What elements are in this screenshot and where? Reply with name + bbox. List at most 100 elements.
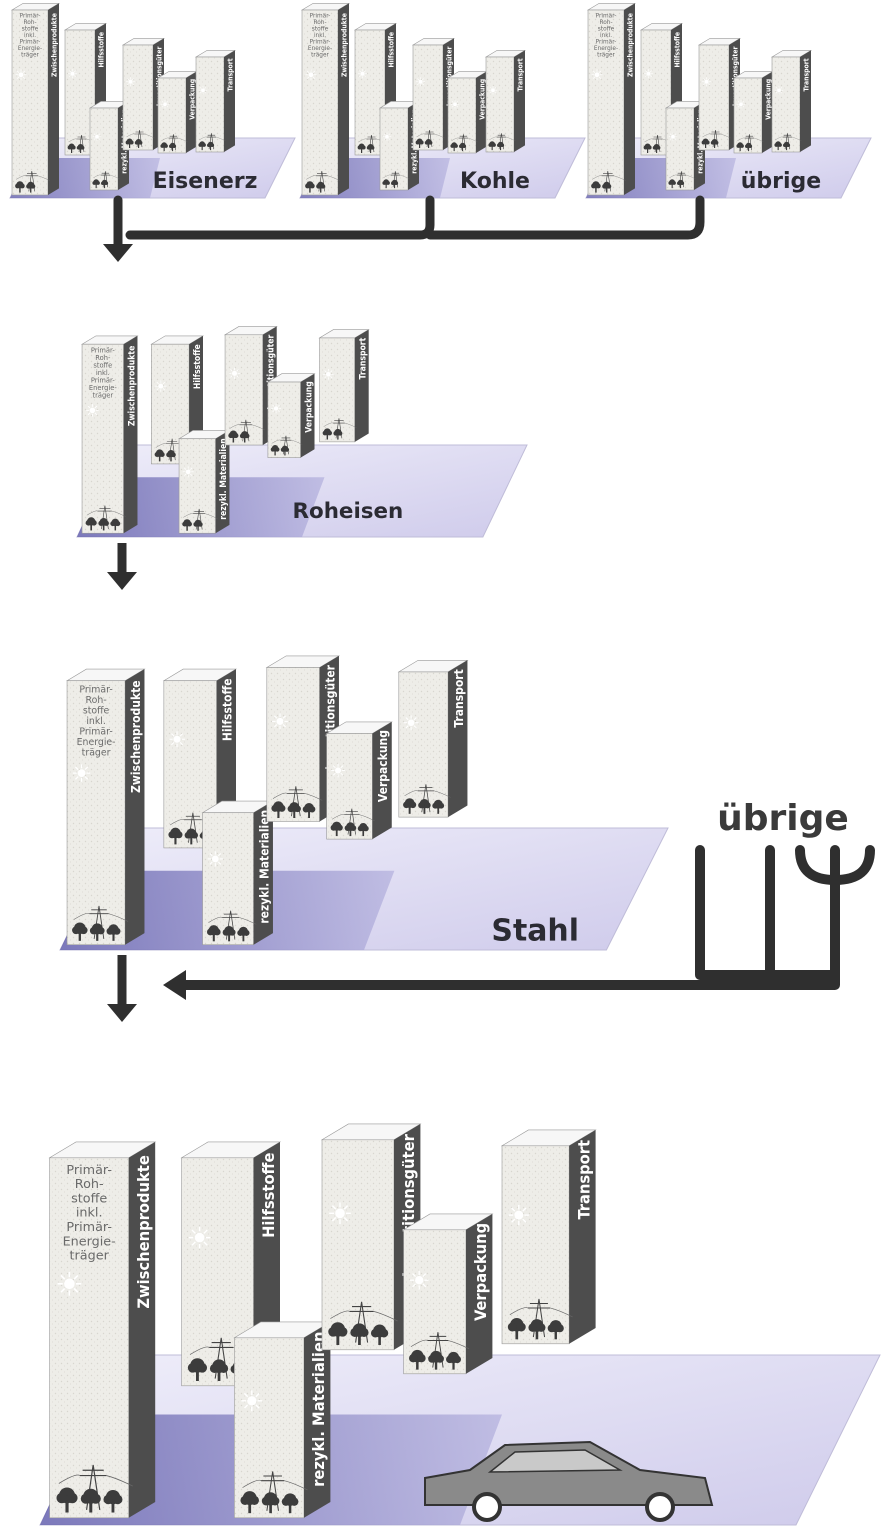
box-side-label: Transport bbox=[516, 58, 524, 91]
box-front-label: Primär- bbox=[66, 1163, 112, 1178]
mini-box-4: Verpackung bbox=[448, 71, 487, 153]
input-pipe bbox=[118, 200, 700, 235]
box-front-label: Primär- bbox=[596, 13, 617, 19]
stage-label: Stahl bbox=[491, 914, 579, 949]
box-front-label: inkl. bbox=[86, 716, 106, 727]
coal-platform: ZwischenproduktePrimär-Roh-stoffeinkl.Pr… bbox=[300, 3, 585, 198]
sun-icon bbox=[58, 1272, 82, 1296]
box-front-label: Primär- bbox=[66, 1220, 112, 1235]
box-rezykl-materialien: rezykl. Materialien bbox=[179, 430, 229, 533]
box-side-label: Verpackung bbox=[188, 79, 196, 120]
box-front-label: stoffe bbox=[312, 26, 329, 32]
stage-stahl: ZwischenproduktePrimär-Roh-stoffeinkl.Pr… bbox=[60, 656, 668, 950]
sun-icon bbox=[404, 715, 419, 730]
box-primaerrohstoffe: ZwischenproduktePrimär-Roh-stoffeinkl.Pr… bbox=[82, 336, 137, 533]
mini-box-5: Transport bbox=[772, 50, 811, 152]
box-front-label: Roh- bbox=[86, 695, 107, 706]
box-front-label: inkl. bbox=[314, 33, 326, 39]
box-front-label: stoffe bbox=[598, 26, 615, 32]
mini-box-5: Transport bbox=[196, 50, 235, 152]
box-front-label: inkl. bbox=[600, 33, 612, 39]
stage-roheisen: ZwischenproduktePrimär-Roh-stoffeinkl.Pr… bbox=[77, 326, 527, 537]
sun-icon bbox=[86, 404, 98, 416]
sun-icon bbox=[509, 1205, 529, 1225]
box-side-label: Hilfsstoffe bbox=[387, 32, 395, 68]
sun-icon bbox=[16, 69, 27, 80]
box-front-label: Energie- bbox=[77, 737, 116, 748]
top-platform-label: Kohle bbox=[460, 169, 530, 194]
mini-box-4: Verpackung bbox=[158, 71, 197, 153]
sun-icon bbox=[383, 133, 391, 141]
arrow-down-icon bbox=[107, 955, 137, 1022]
box-front-label: Energie- bbox=[63, 1234, 116, 1249]
box-side-label: rezykl. Materialien bbox=[257, 810, 271, 924]
box-front-label: Primär- bbox=[310, 39, 331, 45]
box-side-label: Verpackung bbox=[471, 1223, 490, 1321]
sun-icon bbox=[126, 77, 135, 86]
box-side-label: Zwischenprodukte bbox=[626, 13, 634, 77]
box-side-label: Zwischenprodukte bbox=[50, 13, 58, 77]
mini-box-5: Transport bbox=[486, 50, 525, 152]
sun-icon bbox=[737, 100, 745, 108]
box-front-label: Primär- bbox=[79, 726, 112, 737]
box-primaerrohstoffe: ZwischenproduktePrimär-Roh-stoffeinkl.Pr… bbox=[50, 1142, 156, 1518]
box-side-label: Transport bbox=[226, 58, 234, 91]
box-rezykl-materialien: rezykl. Materialien bbox=[234, 1322, 330, 1518]
box-side-label: Zwischenprodukte bbox=[129, 680, 143, 793]
sun-icon bbox=[208, 851, 223, 866]
mini-box-0: ZwischenproduktePrimär-Roh-stoffeinkl.Pr… bbox=[12, 3, 59, 195]
box-front-label: Primär- bbox=[20, 13, 41, 19]
box-front-label: Roh- bbox=[23, 20, 36, 26]
box-front-label: träger bbox=[93, 392, 114, 400]
box-side-label: Hilfsstoffe bbox=[259, 1153, 278, 1238]
box-side-label: Transport bbox=[358, 337, 368, 379]
sun-icon bbox=[410, 1271, 429, 1290]
box-front-label: stoffe bbox=[22, 26, 39, 32]
box-side-label: Zwischenprodukte bbox=[134, 1155, 153, 1308]
sun-icon bbox=[161, 100, 169, 108]
sun-icon bbox=[73, 764, 90, 781]
sun-icon bbox=[358, 69, 367, 78]
ore-platform: ZwischenproduktePrimär-Roh-stoffeinkl.Pr… bbox=[10, 3, 295, 198]
stage-label: Roheisen bbox=[293, 499, 404, 524]
box-side-label: Verpackung bbox=[304, 381, 314, 433]
mini-box-4: Verpackung bbox=[734, 71, 773, 153]
box-side-label: Hilfsstoffe bbox=[193, 344, 203, 389]
box-front-label: Energie- bbox=[308, 46, 332, 52]
box-side-label: rezykl. Materialien bbox=[219, 438, 229, 519]
box-front-label: Energie- bbox=[594, 46, 618, 52]
sun-icon bbox=[199, 86, 207, 94]
box-side-label: Verpackung bbox=[376, 730, 390, 802]
box-side-label: Verpackung bbox=[764, 79, 772, 120]
sun-icon bbox=[331, 764, 345, 778]
box-side-label: Transport bbox=[802, 58, 810, 91]
sun-icon bbox=[155, 380, 166, 391]
sun-icon bbox=[451, 100, 459, 108]
box-front-label: träger bbox=[82, 747, 111, 758]
sun-icon bbox=[775, 86, 783, 94]
box-side-label: rezykl. Materialien bbox=[309, 1332, 328, 1487]
box-front-label: Roh- bbox=[313, 20, 326, 26]
box-side-label: Hilfsstoffe bbox=[97, 32, 105, 68]
uebrige-label: übrige bbox=[717, 798, 849, 839]
sun-icon bbox=[183, 466, 194, 477]
box-front-label: Roh- bbox=[75, 1177, 104, 1192]
sun-icon bbox=[702, 77, 711, 86]
sun-icon bbox=[169, 731, 185, 747]
box-transport: Transport bbox=[502, 1130, 596, 1344]
box-transport: Transport bbox=[399, 660, 468, 817]
sun-icon bbox=[416, 77, 425, 86]
sun-icon bbox=[323, 369, 334, 380]
top-platform-label: übrige bbox=[741, 169, 821, 194]
stage-final: ZwischenproduktePrimär-Roh-stoffeinkl.Pr… bbox=[40, 1124, 880, 1525]
sun-icon bbox=[669, 133, 677, 141]
box-front-label: Energie- bbox=[18, 46, 42, 52]
box-front-label: Roh- bbox=[599, 20, 612, 26]
sun-icon bbox=[229, 368, 240, 379]
sun-icon bbox=[241, 1390, 262, 1411]
arrow-left-icon bbox=[163, 970, 186, 1000]
box-front-label: Primär- bbox=[596, 39, 617, 45]
box-verpackung: Verpackung bbox=[327, 722, 392, 839]
box-verpackung: Verpackung bbox=[268, 374, 315, 458]
sun-icon bbox=[189, 1227, 211, 1249]
